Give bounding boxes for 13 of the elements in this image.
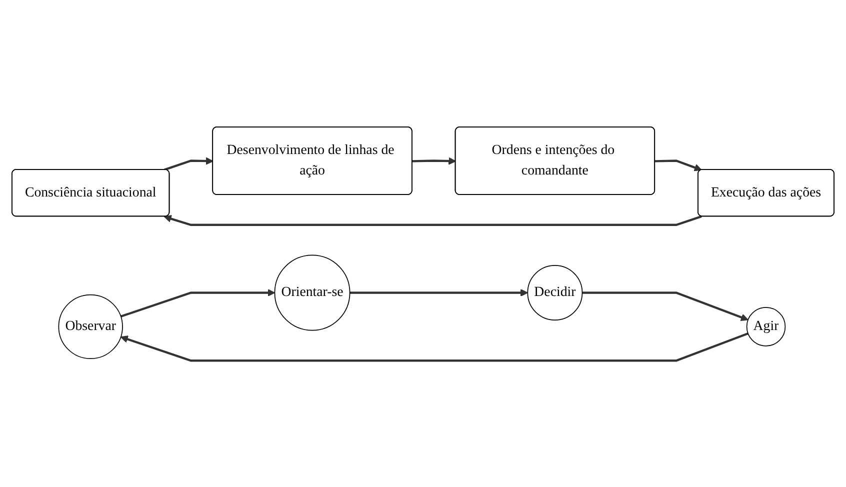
node-circle	[746, 306, 786, 346]
node-circle	[58, 294, 123, 359]
arrow	[582, 291, 748, 321]
arrow	[120, 288, 276, 318]
arrow	[655, 159, 702, 171]
diagram: Consciência situacional Desenvolvimento de linhas de ação Ordens e intenções do comandante Execução das ações Observar Orientar-se Decidir Agir	[5, 120, 841, 368]
arrow	[164, 156, 214, 171]
node-circle	[274, 254, 350, 330]
node-circle	[527, 264, 583, 320]
arrow	[164, 214, 702, 226]
arrow	[412, 156, 456, 165]
arrow	[120, 332, 748, 362]
arrow	[350, 288, 528, 296]
